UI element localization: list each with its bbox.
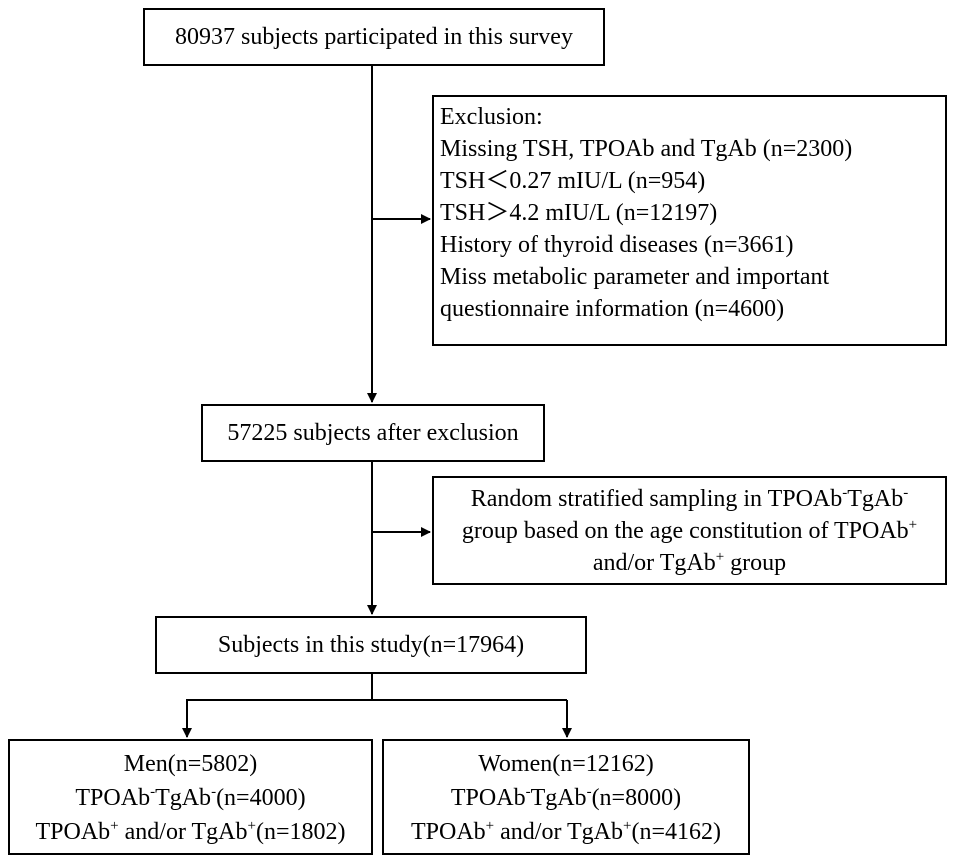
men-title: Men(n=5802) — [123, 751, 258, 777]
sampling-box: Random stratified sampling in TPOAb-TgAb… — [432, 476, 947, 585]
study-text: Subjects in this study(n=17964) — [217, 632, 525, 658]
exclusion-box: Exclusion: Missing TSH, TPOAb and TgAb (… — [432, 95, 947, 346]
men-positive-line: TPOAb+ and/or TgAb+(n=1802) — [35, 818, 346, 846]
sampling-line-1: Random stratified sampling in TPOAb-TgAb… — [470, 485, 909, 513]
exclusion-line: Miss metabolic parameter and important — [440, 264, 830, 290]
men-box: Men(n=5802) TPOAb-TgAb-(n=4000) TPOAb+ a… — [8, 739, 373, 855]
women-box: Women(n=12162) TPOAb-TgAb-(n=8000) TPOAb… — [382, 739, 750, 855]
exclusion-line: Missing TSH, TPOAb and TgAb (n=2300) — [440, 136, 853, 162]
women-title: Women(n=12162) — [478, 751, 654, 777]
sampling-line-3: and/or TgAb+ group — [592, 549, 787, 577]
after-exclusion-box: 57225 subjects after exclusion — [201, 404, 545, 462]
exclusion-line: TSH＜0.27 mIU/L (n=954) — [440, 168, 706, 194]
exclusion-line: TSH＞4.2 mIU/L (n=12197) — [440, 200, 718, 226]
men-negative-line: TPOAb-TgAb-(n=4000) — [75, 784, 306, 812]
exclusion-heading: Exclusion: — [440, 104, 543, 130]
exclusion-line: History of thyroid diseases (n=3661) — [440, 232, 794, 258]
exclusion-line: questionnaire information (n=4600) — [440, 296, 785, 322]
women-negative-line: TPOAb-TgAb-(n=8000) — [450, 784, 682, 812]
study-box: Subjects in this study(n=17964) — [155, 616, 587, 674]
after-exclusion-text: 57225 subjects after exclusion — [227, 420, 519, 446]
sampling-line-2: group based on the age constitution of T… — [461, 517, 918, 545]
survey-box: 80937 subjects participated in this surv… — [143, 8, 605, 66]
survey-text: 80937 subjects participated in this surv… — [175, 24, 573, 50]
women-positive-line: TPOAb+ and/or TgAb+(n=4162) — [410, 818, 721, 846]
